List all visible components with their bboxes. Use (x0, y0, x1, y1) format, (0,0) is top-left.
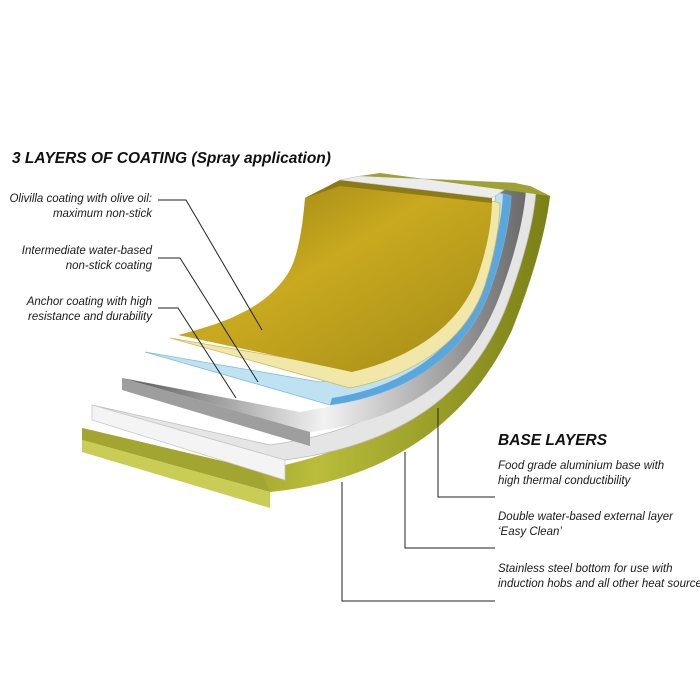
label-easy-clean: Double water-based external layer ‘Easy … (498, 510, 673, 540)
label-easy-clean-line1: Double water-based external layer (498, 511, 673, 523)
base-title: BASE LAYERS (498, 432, 608, 449)
label-aluminium-base: Food grade aluminium base with high ther… (498, 459, 664, 489)
label-olive-line1: Olivilla coating with olive oil: (9, 193, 152, 205)
stainless-steel-bottom-edge (82, 428, 270, 492)
leader-easy-clean (404, 452, 495, 549)
olive-coating-layer (178, 180, 492, 372)
label-intermediate-coating: Intermediate water-based non-stick coati… (2, 244, 152, 274)
label-aluminium-line1: Food grade aluminium base with (498, 460, 665, 472)
leader-steel-bottom (341, 482, 495, 602)
label-anchor-coating: Anchor coating with high resistance and … (2, 295, 152, 325)
label-steel-line2: induction hobs and all other heat source… (498, 578, 700, 590)
leader-intermediate (158, 257, 259, 383)
label-olive-line2: maximum non-stick (52, 208, 152, 220)
label-steel-bottom: Stainless steel bottom for use with indu… (498, 562, 700, 592)
aluminium-base-front (122, 378, 310, 446)
label-anchor-line1: Anchor coating with high (26, 296, 152, 308)
stainless-steel-bottom-layer (82, 186, 550, 492)
leader-aluminium (437, 408, 495, 498)
easy-clean-front (91, 404, 286, 481)
label-aluminium-line2: high thermal conductibility (498, 475, 631, 487)
leader-anchor (158, 307, 237, 399)
stainless-steel-bottom-front (82, 440, 270, 508)
coating-title: 3 LAYERS OF COATING (Spray application) (12, 150, 331, 167)
label-intermediate-line2: non-stick coating (65, 260, 152, 272)
olive-coating-top-rim (305, 180, 492, 203)
label-olive-coating: Olivilla coating with olive oil: maximum… (2, 192, 152, 222)
label-steel-line1: Stainless steel bottom for use with (498, 563, 673, 575)
leader-olive (158, 199, 263, 331)
rim-green-band (360, 173, 550, 196)
label-intermediate-line1: Intermediate water-based (21, 245, 152, 257)
leader-lines (158, 199, 495, 602)
label-anchor-line2: resistance and durability (27, 311, 152, 323)
label-easy-clean-line2: ‘Easy Clean’ (498, 526, 562, 538)
